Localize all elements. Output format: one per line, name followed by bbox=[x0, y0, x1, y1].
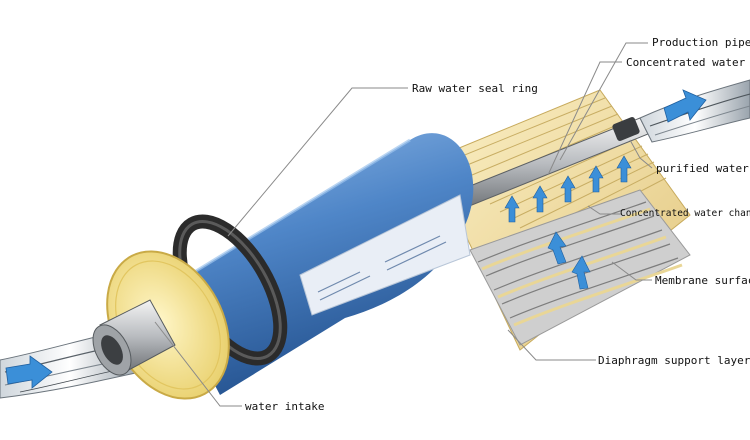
label-concentrated-water-channel: Concentrated water channel bbox=[620, 208, 750, 219]
label-concentrated-water: Concentrated water bbox=[626, 56, 746, 69]
purified-outlet-arrow-icon bbox=[663, 89, 707, 123]
permeate-flow-arrows bbox=[504, 155, 632, 290]
intake-tube bbox=[92, 299, 176, 376]
label-membrane-surface: Membrane surface bbox=[655, 274, 750, 287]
label-diaphragm-support-layer: Diaphragm support layer bbox=[598, 354, 750, 367]
membrane-leaf-stack bbox=[429, 89, 691, 351]
leader-lines bbox=[154, 42, 653, 407]
label-water-intake: water intake bbox=[245, 400, 325, 413]
label-raw-water-seal-ring: Raw water seal ring bbox=[412, 82, 538, 95]
membrane-housing bbox=[164, 133, 474, 395]
intake-arrow-icon bbox=[5, 355, 53, 389]
label-production-pipe: Production pipe bbox=[652, 36, 750, 49]
label-purified-water: purified water bbox=[656, 162, 749, 175]
